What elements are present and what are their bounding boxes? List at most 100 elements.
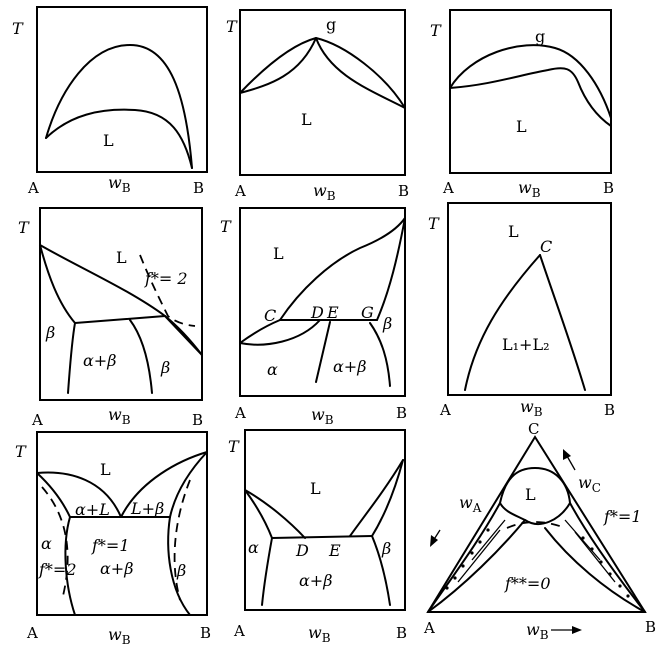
panel-9-triangle	[426, 435, 647, 613]
panel-9-dot	[626, 594, 630, 598]
panel-1-x-label: wB	[108, 173, 131, 195]
panel-3-frame	[449, 9, 612, 174]
panel-5-region-L: L	[273, 244, 284, 263]
panel-9-region-f0: f**=0	[504, 574, 551, 593]
panel-9-dashed-tieline	[506, 521, 566, 529]
panel-9-tie-1	[471, 519, 506, 561]
panel-1-frame	[36, 6, 208, 173]
panel-4-label-B: B	[192, 411, 203, 429]
panel-8-region-alpha-beta: α+β	[299, 571, 332, 590]
panel-2-lower-curve	[239, 37, 406, 109]
panel-9-axis-wA: wA	[459, 493, 482, 515]
panel-7-region-L-beta: L+β	[130, 499, 164, 518]
panel-7-frame	[36, 431, 208, 616]
panel-2-upper-curve	[239, 37, 406, 109]
panel-9-boundary-A-left	[427, 502, 501, 613]
panel-9-dot	[590, 547, 594, 551]
panel-9-tie-2	[457, 529, 501, 583]
panel-5-point-C: C	[264, 306, 276, 325]
panel-7-region-alpha-beta: α+β	[100, 559, 133, 578]
panel-8-eutectic-line	[271, 535, 373, 539]
panel-6-T-label: T	[428, 214, 440, 233]
panel-6-frame	[447, 202, 612, 396]
panel-4-solidus-left	[39, 244, 76, 324]
panel-4-solvus-right	[129, 319, 153, 394]
panel-4-frame	[39, 207, 203, 401]
panel-9-arrowhead-wC	[563, 449, 571, 460]
panel-9-dot	[470, 551, 474, 555]
panel-9-annotation-f1: f*=1	[603, 507, 642, 526]
panel-5-region-beta: β	[382, 314, 392, 333]
panel-9-corner-A: A	[423, 619, 435, 637]
panel-7-solidus-right	[169, 451, 208, 518]
panel-3-label-A: A	[442, 179, 454, 197]
panel-7-liquidus-right	[120, 451, 208, 518]
panel-3-x-label: wB	[518, 178, 541, 200]
panel-9-ternary-diagram: C A B L f**=0 f*=1 wA wC wB	[423, 420, 656, 642]
panel-9-arrowhead-wB	[572, 626, 582, 634]
panel-7-label-A: A	[26, 624, 38, 642]
panel-9-boundary-B-right	[569, 502, 646, 613]
panel-6-x-label: wB	[520, 397, 543, 419]
panel-9-dot	[599, 560, 603, 564]
panel-5-solvus-right	[369, 322, 391, 387]
panel-8-phase-diagram: T L α D E β α+β A B wB	[228, 429, 407, 645]
panel-7-annotation-f1: f*=1	[91, 536, 130, 555]
panel-3-T-label: T	[430, 21, 442, 40]
panel-4-region-alpha-beta: α+β	[83, 351, 116, 370]
panel-2-T-label: T	[226, 17, 238, 36]
panel-8-liquidus-right	[349, 459, 404, 537]
panel-4-x-label: wB	[108, 405, 131, 427]
panel-9-dot	[478, 540, 482, 544]
panel-5-solvus-left	[315, 321, 331, 383]
panel-9-axis-wB: wB	[526, 620, 549, 642]
panel-9-dot	[453, 576, 457, 580]
panel-8-region-beta: β	[381, 539, 391, 558]
panel-4-dashed-curve	[139, 254, 196, 327]
panel-4-region-L: L	[116, 248, 127, 267]
panel-4-eutectic-line	[74, 315, 166, 324]
panel-8-solvus-right	[371, 535, 391, 606]
panel-7-region-beta: β	[176, 561, 186, 580]
panel-9-arrow-wC	[566, 455, 576, 471]
panel-5-liquidus-left	[239, 319, 281, 344]
panel-7-liquidus-left	[36, 471, 122, 518]
panel-7-region-alpha-L: α+L	[75, 500, 110, 519]
panel-9-dot	[461, 564, 465, 568]
panel-7-annotation-f2: f*=2	[38, 560, 77, 579]
panel-7-solvus-left	[64, 516, 76, 616]
panel-9-axis-wC: wC	[578, 473, 601, 495]
panel-8-region-alpha: α	[248, 538, 259, 557]
panel-9-dot	[581, 536, 585, 540]
panel-9-dot	[445, 586, 449, 590]
panel-9-corner-B: B	[645, 618, 656, 636]
panel-9-arrowhead-wA	[430, 535, 438, 547]
panel-5-region-alpha: α	[267, 360, 278, 379]
panel-7-region-alpha: α	[41, 534, 52, 553]
panel-6-region-L1-L2: L₁+L₂	[502, 335, 549, 354]
panel-4-label-A: A	[31, 411, 43, 429]
panel-3-upper-curve	[449, 44, 612, 119]
panel-5-phase-diagram: T L C D E G β α α+β A B wB	[220, 207, 407, 427]
panel-5-solidus-right	[376, 217, 406, 321]
panel-4-T-label: T	[18, 218, 30, 237]
panel-8-solidus-right	[371, 459, 404, 537]
panel-7-x-label: wB	[108, 625, 131, 647]
panel-8-point-E: E	[328, 541, 341, 560]
panel-4-liquidus-left	[39, 244, 203, 356]
panel-5-label-B: B	[396, 404, 407, 422]
panel-9-boundary-B-left	[544, 527, 646, 613]
panel-4-solvus-left	[67, 322, 76, 394]
panel-7-solvus-right	[167, 516, 191, 616]
panel-5-T-label: T	[220, 217, 232, 236]
panel-1-phase-diagram: T L A B wB	[12, 6, 208, 197]
panel-9-region-L: L	[525, 485, 536, 504]
panel-6-label-A: A	[439, 401, 451, 419]
panel-3-region-g: g	[535, 27, 545, 46]
panel-5-region-alpha-beta: α+β	[333, 357, 366, 376]
panel-5-point-D: D	[310, 303, 324, 322]
panel-9-dot	[618, 584, 622, 588]
panel-6-miscibility-right	[539, 254, 586, 391]
panel-3-phase-diagram: T g L A B wB	[430, 9, 614, 200]
